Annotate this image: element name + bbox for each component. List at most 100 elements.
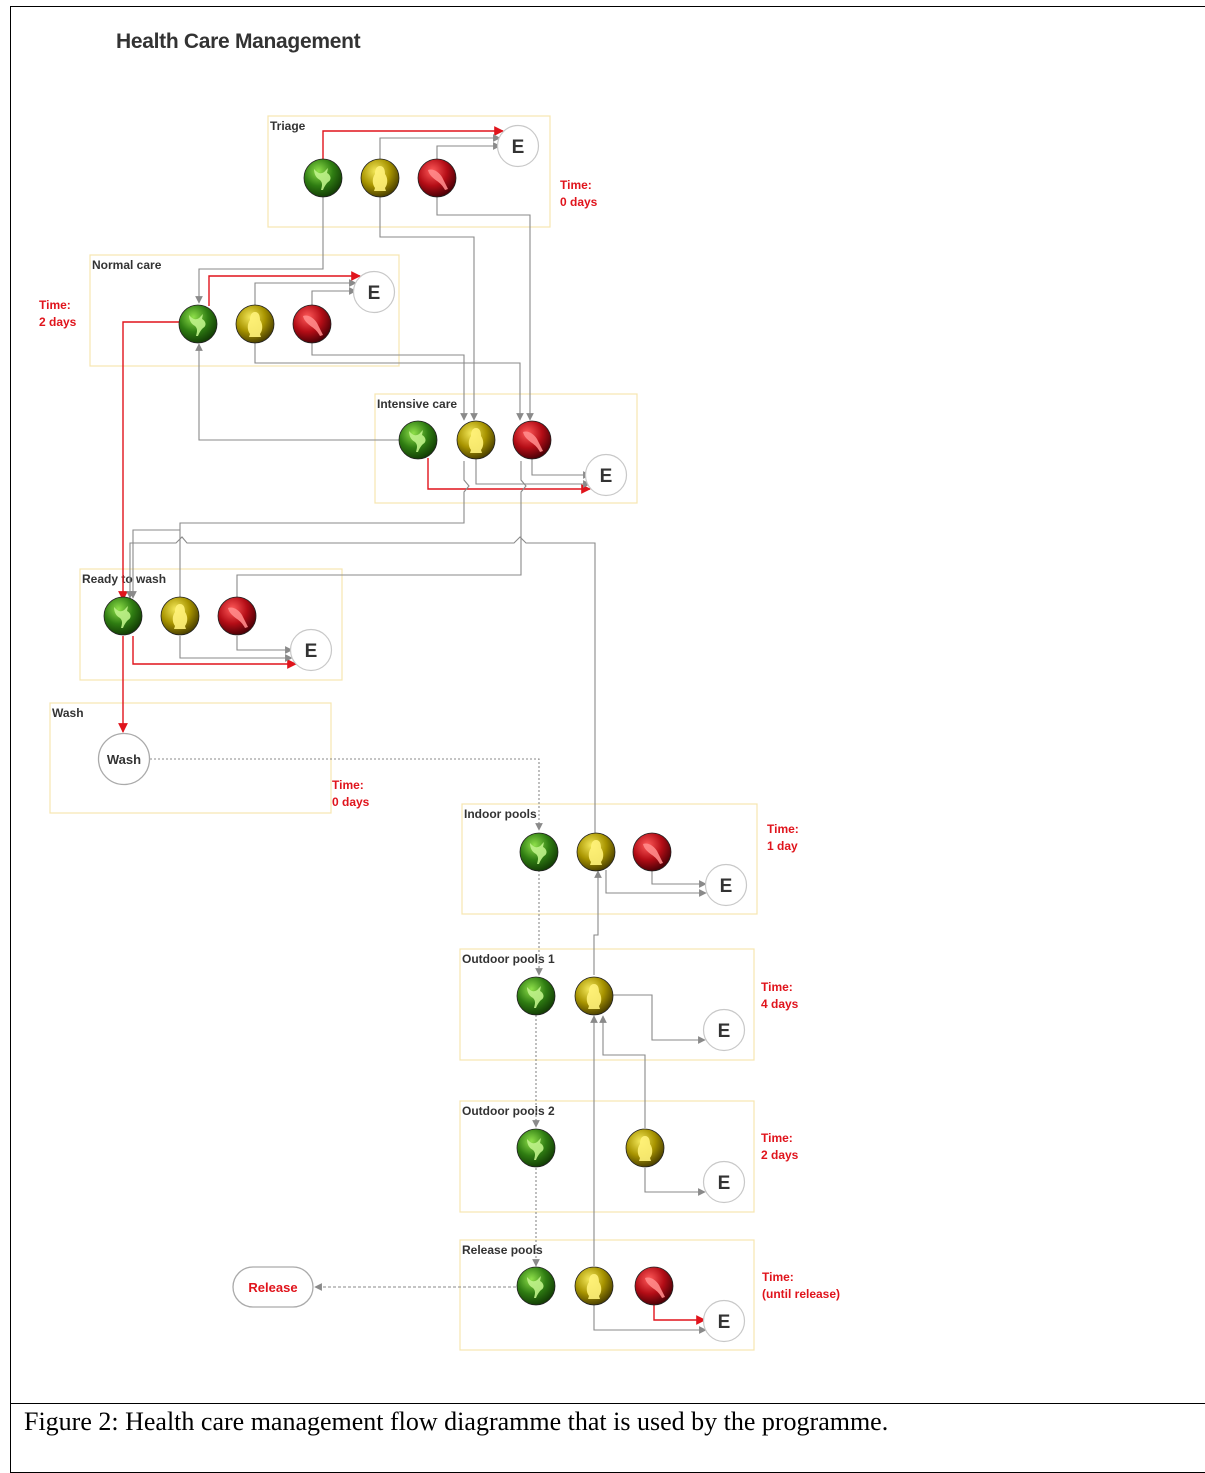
end-node-outdoor1[interactable]: E [702, 1008, 746, 1052]
end-node-ready[interactable]: E [289, 628, 333, 672]
flow-wash-to-indoor [150, 758, 543, 831]
end-label: E [720, 876, 733, 897]
bird-node-yellow-normal[interactable] [235, 304, 275, 344]
penguin-icon [637, 1136, 653, 1161]
figure-caption: Figure 2: Health care management flow di… [24, 1407, 889, 1436]
penguin-icon [586, 1274, 602, 1299]
flow-connector [379, 134, 501, 160]
bird-node-yellow-release[interactable] [574, 1266, 614, 1306]
time-value: 2 days [761, 1148, 799, 1162]
flow-triage-green-to-end [322, 126, 504, 160]
end-node-normal[interactable]: E [352, 270, 396, 314]
flow-ready-green-to-end [132, 636, 297, 669]
stage-label: Triage [270, 119, 306, 133]
flow-connector [129, 529, 180, 599]
bird-node-yellow-ready[interactable] [160, 596, 200, 636]
bird-node-yellow-indoor[interactable] [576, 832, 616, 872]
flow-triage-to-intensive-yellow [379, 196, 478, 421]
end-label: E [305, 641, 318, 662]
time-label: Time: [762, 1270, 794, 1284]
bird-node-green-triage[interactable] [303, 158, 343, 198]
end-node-outdoor2[interactable]: E [702, 1160, 746, 1204]
parrot-icon [228, 607, 248, 628]
stage-box [374, 393, 638, 504]
flow-release-red-to-end [653, 1304, 706, 1325]
end-circle [702, 1008, 746, 1052]
bird-node-green-indoor[interactable] [519, 832, 559, 872]
time-label: Time: [761, 1131, 793, 1145]
stage-label: Wash [52, 706, 84, 720]
parrot-icon [523, 431, 543, 452]
diagram-title: Health Care Management [116, 30, 361, 53]
flow-connector [179, 461, 470, 598]
stage-label: Outdoor pools 1 [462, 952, 555, 966]
stage-box [79, 568, 343, 681]
release-node[interactable]: Release [232, 1266, 314, 1308]
parrot-icon [645, 1277, 665, 1298]
bird-node-yellow-intensive[interactable] [456, 420, 496, 460]
time-value: (until release) [762, 1287, 840, 1301]
wash-node[interactable]: Wash [97, 732, 151, 786]
end-circle [704, 863, 748, 907]
end-node-triage[interactable]: E [496, 124, 540, 168]
stage-outdoor1: Outdoor pools 1 Time: 4 days [459, 948, 799, 1061]
hummingbird-icon [314, 168, 331, 190]
penguin-icon [588, 840, 604, 865]
bird-node-green-ready[interactable] [103, 596, 143, 636]
stage-label: Ready to wash [82, 572, 166, 586]
penguin-icon [586, 984, 602, 1009]
bird-node-green-outdoor2[interactable] [516, 1128, 556, 1168]
hummingbird-icon [114, 606, 131, 628]
time-label: Time: [332, 778, 364, 792]
flow-normal-green-to-end [208, 271, 361, 306]
bird-node-green-outdoor1[interactable] [516, 976, 556, 1016]
flow-outdoor2-to-outdoor1 [599, 1015, 646, 1128]
bird-node-red-intensive[interactable] [512, 420, 552, 460]
flow-connector [311, 287, 357, 306]
time-label: Time: [761, 980, 793, 994]
bird-node-red-normal[interactable] [292, 304, 332, 344]
end-node-release[interactable]: E [702, 1299, 746, 1343]
stage-label: Indoor pools [464, 807, 537, 821]
parrot-icon [428, 169, 448, 190]
end-label: E [600, 466, 613, 487]
bird-node-green-normal[interactable] [178, 304, 218, 344]
bird-node-yellow-outdoor2[interactable] [625, 1128, 665, 1168]
flow-connector [236, 461, 527, 598]
bird-node-yellow-triage[interactable] [360, 158, 400, 198]
bird-node-green-intensive[interactable] [398, 420, 438, 460]
end-node-indoor[interactable]: E [704, 863, 748, 907]
time-value: 4 days [761, 997, 799, 1011]
time-value: 0 days [332, 795, 370, 809]
end-node-intensive[interactable]: E [584, 453, 628, 497]
end-circle [352, 270, 396, 314]
stage-label: Normal care [92, 258, 162, 272]
bird-node-red-ready[interactable] [217, 596, 257, 636]
time-label: Time: [560, 178, 592, 192]
stage-label: Intensive care [377, 397, 457, 411]
bird-node-red-release[interactable] [634, 1266, 674, 1306]
bird-node-green-release[interactable] [516, 1266, 556, 1306]
stage-ready: Ready to wash [79, 568, 343, 681]
bird-node-yellow-outdoor1[interactable] [574, 976, 614, 1016]
end-circle [702, 1299, 746, 1343]
time-value: 2 days [39, 315, 77, 329]
flow-intensive-green-to-end [427, 458, 591, 494]
penguin-icon [172, 604, 188, 629]
bird-node-red-triage[interactable] [417, 158, 457, 198]
stage-box [267, 115, 551, 228]
flow-connector [436, 142, 501, 160]
end-circle [584, 453, 628, 497]
bird-node-red-indoor[interactable] [632, 832, 672, 872]
time-value: 0 days [560, 195, 598, 209]
end-label: E [718, 1021, 731, 1042]
stage-box [459, 1100, 755, 1213]
hummingbird-icon [409, 430, 426, 452]
stage-intensive: Intensive care [374, 393, 638, 504]
stage-box [459, 1239, 755, 1351]
